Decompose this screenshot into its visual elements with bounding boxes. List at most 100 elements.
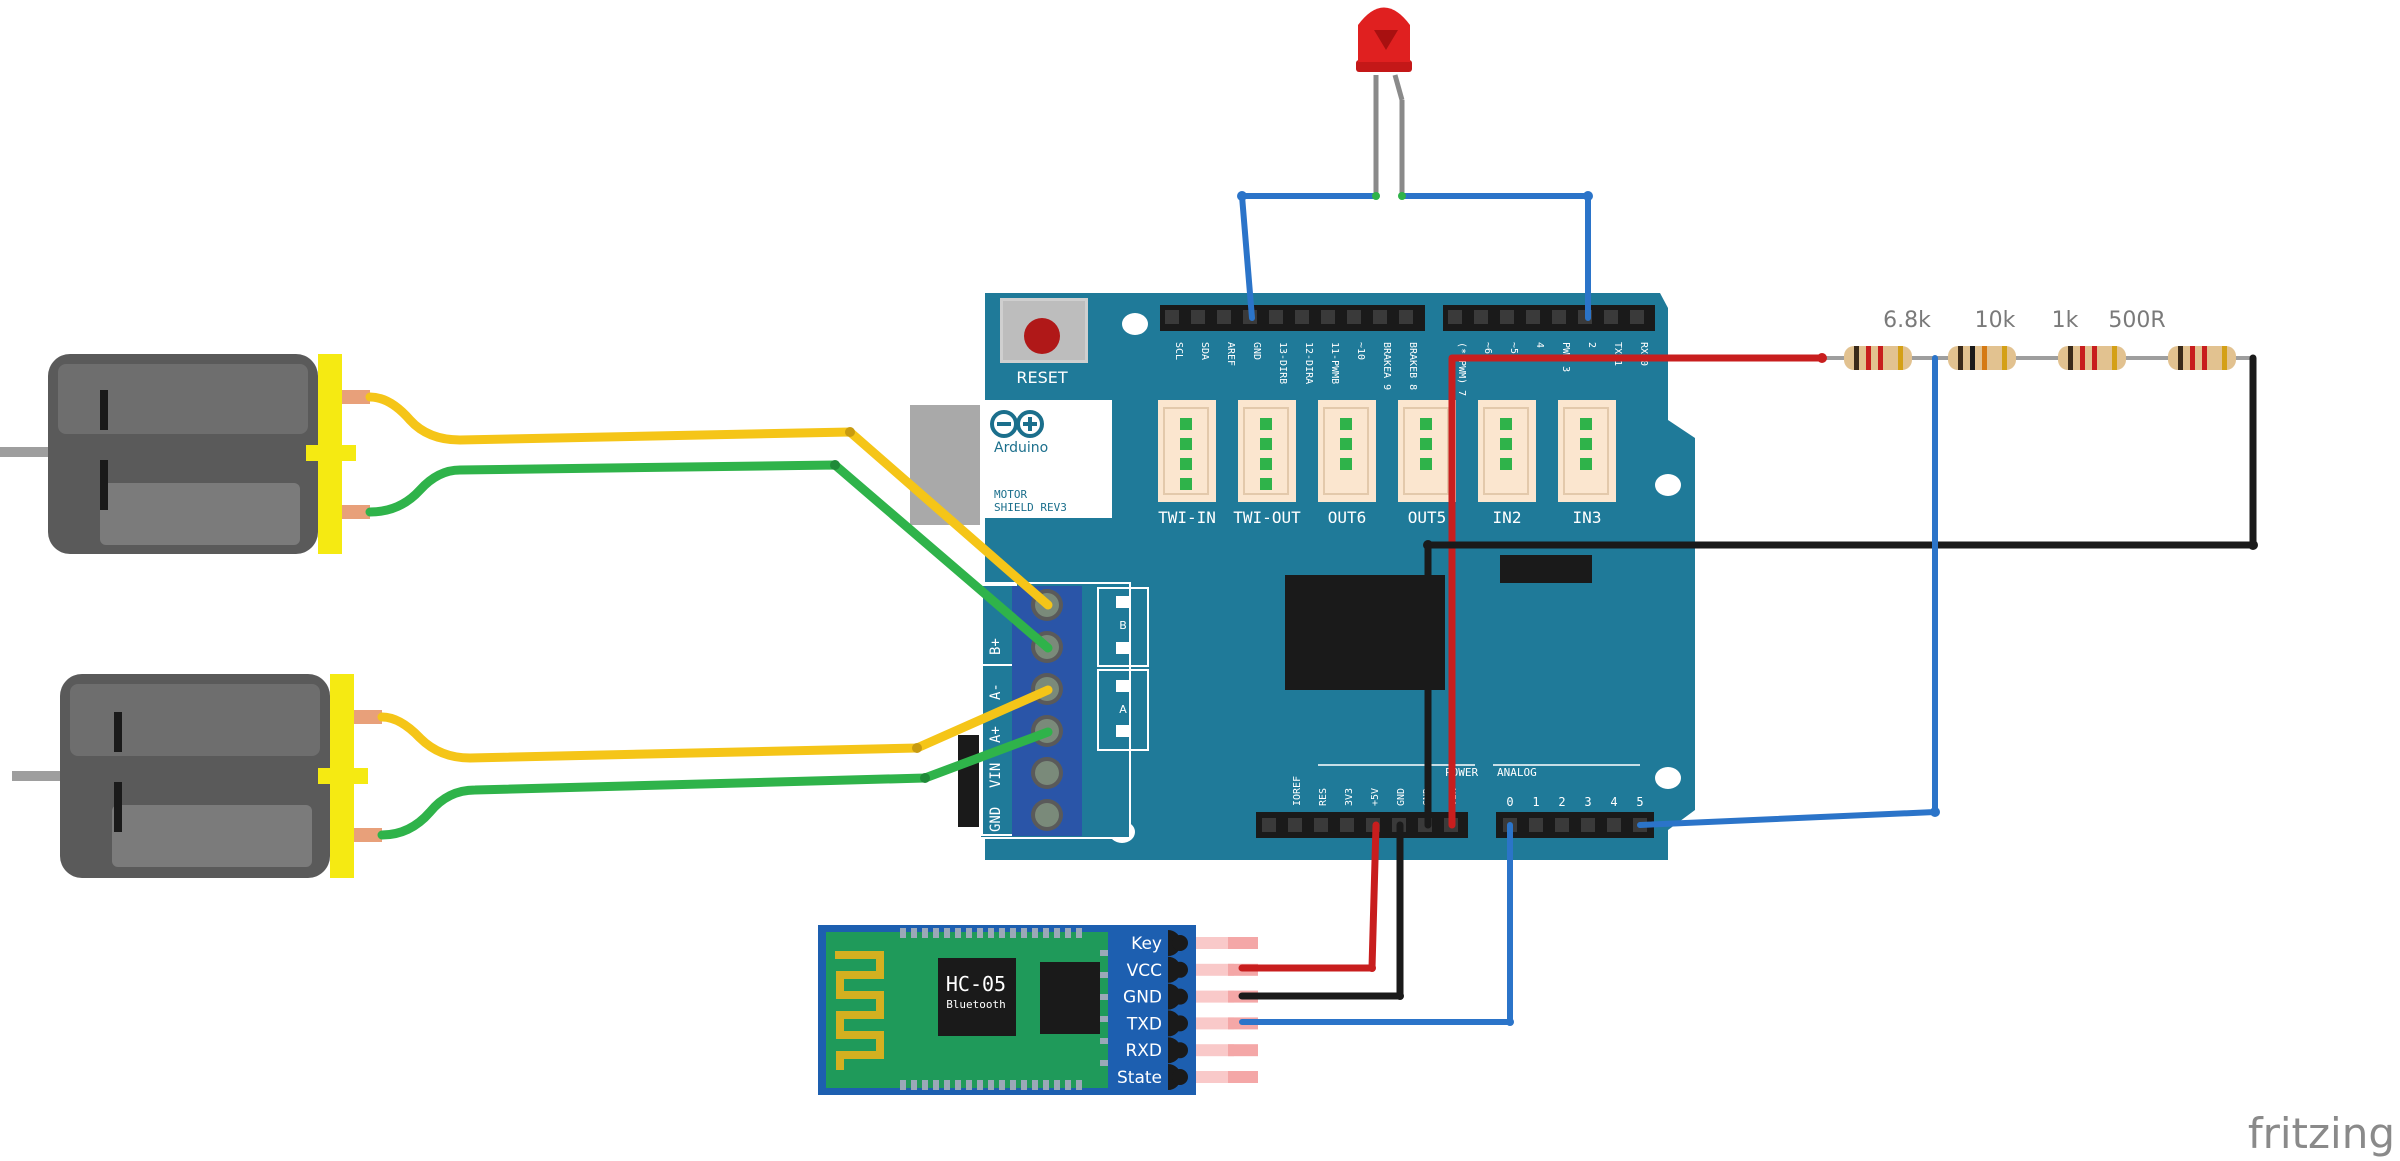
header-pin [1165, 310, 1179, 324]
wire-black-gnd-resistors [1424, 354, 2257, 829]
header-pin [1191, 310, 1205, 324]
header-pin [1399, 310, 1413, 324]
header-pin [1526, 310, 1540, 324]
connector-label: OUT6 [1328, 508, 1367, 527]
bt-pin-lead [1196, 1071, 1234, 1083]
bt-pin-socket [1172, 1069, 1188, 1085]
header-label: (**PWM) 7 [1456, 342, 1467, 396]
header-label: BRAKEA 9 [1381, 342, 1392, 390]
analog-title: ANALOG [1497, 766, 1537, 779]
header-label: 13-DIRB [1277, 342, 1288, 384]
hc05-subtitle: Bluetooth [946, 998, 1006, 1011]
bt-pin-lead [1196, 1044, 1234, 1057]
analog-pin-label: 2 [1558, 795, 1565, 809]
terminal-a-plus: A+ [988, 726, 1004, 743]
power-pin-label: RES [1318, 788, 1329, 806]
header-label: TX>1 [1612, 342, 1623, 366]
header-pin [1448, 310, 1462, 324]
wires [365, 193, 2257, 1025]
header-label: BRAKEB 8 [1407, 342, 1418, 390]
arduino-brand: Arduino [994, 440, 1048, 456]
bt-pin-lead [1196, 937, 1234, 949]
header-label: 11-PWMB [1329, 342, 1340, 384]
header-pin [1314, 818, 1328, 832]
header-pin [1321, 310, 1335, 324]
connector-5 [1558, 400, 1616, 502]
connector-label: OUT5 [1408, 508, 1447, 527]
wire-motor1-yellow [365, 392, 1053, 610]
channel-b-label: B [1119, 619, 1127, 632]
header-label: ~10 [1355, 342, 1366, 360]
header-label: ~5 [1508, 342, 1519, 354]
header-label: GND [1251, 342, 1262, 360]
power-header [1256, 812, 1468, 838]
analog-pin-label: 4 [1610, 795, 1617, 809]
header-pin [1295, 310, 1309, 324]
connector-label: TWI-OUT [1233, 508, 1301, 527]
analog-header [1496, 812, 1654, 838]
connector-2 [1318, 400, 1376, 502]
power-pin-label: GND [1396, 788, 1407, 806]
header-label: SCL [1173, 342, 1184, 360]
bt-pin-label: VCC [1127, 961, 1162, 981]
terminal-vin: VIN [988, 763, 1004, 788]
header-pin [1269, 310, 1283, 324]
bt-pin-lead [1196, 1017, 1234, 1030]
wire-red-5v-resistors [1448, 354, 1826, 829]
bt-pin-lead [1196, 990, 1234, 1003]
bt-pin-socket [1172, 988, 1188, 1005]
header-pin [1604, 310, 1618, 324]
hc05-title: HC-05 [946, 972, 1006, 996]
header-label: 12-DIRA [1303, 342, 1314, 384]
resistor-chain: 6.8k 10k 1k 500R [1820, 308, 2255, 370]
bt-pin-label: RXD [1125, 1041, 1162, 1061]
bt-pin-label: TXD [1126, 1014, 1162, 1034]
reset-label: RESET [1016, 368, 1067, 387]
connector-label: IN3 [1573, 508, 1602, 527]
mount-hole [1655, 767, 1681, 789]
wire-joints [830, 191, 2258, 1026]
header-label: 4 [1534, 342, 1545, 348]
channel-a-box [1097, 669, 1149, 751]
arduino-logo-icon [990, 410, 1044, 438]
resistor-6-8k [1844, 346, 1912, 370]
terminal-b-plus: B+ [988, 638, 1004, 655]
arduino-motor-shield: RESET Arduino MOTOR SHIELD REV3 SCL SDA AR… [910, 293, 1695, 860]
header-pin [1340, 818, 1354, 832]
header-pin [1607, 818, 1621, 832]
header-label: ~6 [1482, 342, 1493, 354]
header-pin [1217, 310, 1231, 324]
power-pin-label: 3V3 [1344, 788, 1355, 806]
mount-hole [1122, 313, 1148, 335]
header-pin [1529, 818, 1543, 832]
header-label: SDA [1199, 342, 1210, 360]
resistor-500r [2168, 346, 2236, 370]
header-pin [1474, 310, 1488, 324]
channel-b-box [1097, 587, 1149, 667]
red-led [1356, 7, 1412, 195]
header-pin [1262, 818, 1276, 832]
shield-model-line1: MOTOR [994, 488, 1027, 501]
analog-pin-label: 5 [1636, 795, 1643, 809]
resistor-label-1: 6.8k [1883, 308, 1931, 333]
bt-pin-label: State [1117, 1068, 1162, 1088]
header-pin [1347, 310, 1361, 324]
shield-model-line2: SHIELD REV3 [994, 501, 1067, 514]
connector-4 [1478, 400, 1536, 502]
bt-pin-lead [1196, 963, 1234, 976]
motor-driver-chip [1285, 575, 1445, 690]
connector-label: TWI-IN [1158, 508, 1216, 527]
connector-label: IN2 [1493, 508, 1522, 527]
analog-pin-label: 3 [1584, 795, 1591, 809]
bt-pin-socket [1172, 1015, 1188, 1032]
mount-hole [1655, 474, 1681, 496]
header-label: AREF [1225, 342, 1236, 366]
resistor-label-3: 1k [2052, 308, 2079, 333]
header-label: 2 [1586, 342, 1597, 348]
bt-pin-socket [1172, 935, 1188, 951]
wire-motor1-green [365, 460, 1053, 653]
header-pin [1373, 310, 1387, 324]
connector-3 [1398, 400, 1456, 502]
